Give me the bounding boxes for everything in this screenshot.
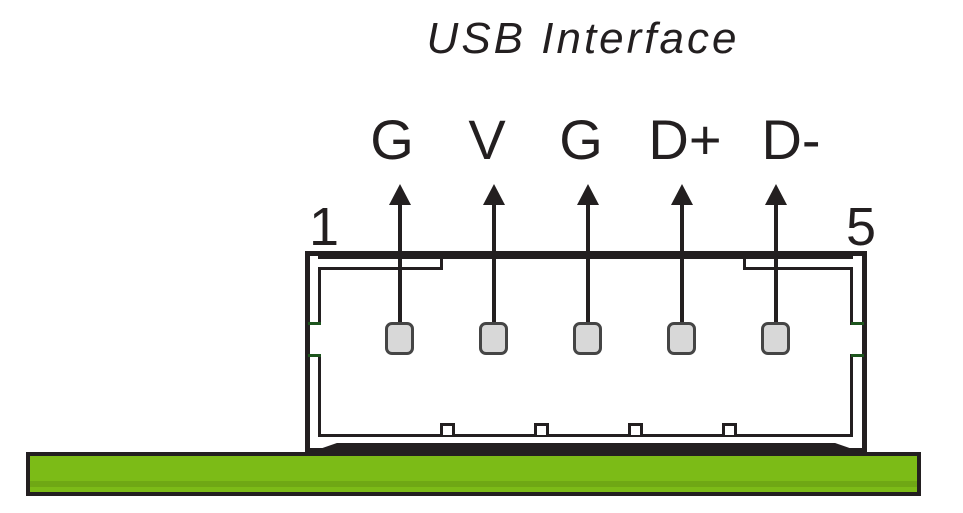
arrow-shaft-pin2 [492, 202, 496, 334]
arrow-shaft-pin3 [586, 202, 590, 334]
housing-bump [440, 423, 455, 435]
pin-label-voltage: V [468, 108, 506, 171]
pin-contact-2 [479, 322, 508, 355]
pin-label-ground-2: G [559, 108, 603, 171]
pin-label-data-minus: D- [761, 108, 821, 171]
pcb-shading [30, 481, 917, 487]
housing-bump [722, 423, 737, 435]
side-slot-right [850, 325, 855, 354]
connector-base-lip [308, 443, 864, 453]
side-slot-tick [851, 322, 864, 325]
side-slot-tick [851, 354, 864, 357]
housing-bump [628, 423, 643, 435]
pin-label-data-plus: D+ [648, 108, 722, 171]
arrow-up-icon [577, 184, 599, 205]
arrow-up-icon [389, 184, 411, 205]
pin-number-5: 5 [845, 197, 877, 257]
arrow-up-icon [671, 184, 693, 205]
pin-contact-5 [761, 322, 790, 355]
housing-notch-left [318, 259, 443, 270]
pin-label-ground-1: G [370, 108, 414, 171]
side-slot-tick [308, 322, 321, 325]
arrow-shaft-pin4 [680, 202, 684, 334]
pin-contact-1 [385, 322, 414, 355]
side-slot-left [317, 325, 322, 354]
arrow-shaft-pin1 [398, 202, 402, 334]
housing-bump [534, 423, 549, 435]
arrow-up-icon [483, 184, 505, 205]
arrow-shaft-pin5 [774, 202, 778, 334]
diagram-title: USB Interface [426, 14, 740, 63]
pin-number-1: 1 [308, 197, 340, 257]
side-slot-tick [308, 354, 321, 357]
pcb-board [26, 452, 921, 496]
housing-notch-right [743, 259, 853, 270]
pin-contact-4 [667, 322, 696, 355]
pin-contact-3 [573, 322, 602, 355]
arrow-up-icon [765, 184, 787, 205]
